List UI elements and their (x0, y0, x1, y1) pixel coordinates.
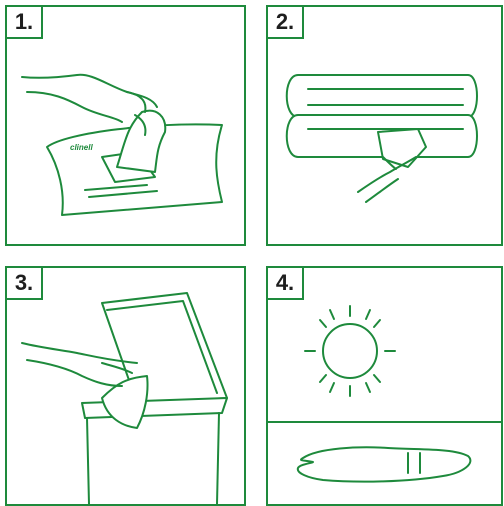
pack-brand-label: clinell (70, 143, 93, 152)
step-1-panel: 1. clinell (5, 5, 246, 246)
step-3-panel: 3. (5, 266, 246, 506)
dispose-bin-icon (21, 292, 228, 504)
step-3-number: 3. (5, 266, 43, 300)
step-2-panel: 2. (266, 5, 503, 246)
step-2-number: 2. (266, 5, 304, 39)
wipe-surface-icon (285, 74, 478, 203)
wipe-pack-pull-icon: clinell (21, 73, 223, 216)
step-4-number: 4. (266, 266, 304, 300)
step-1-number: 1. (5, 5, 43, 39)
step-4-panel: 4. (266, 266, 503, 506)
air-dry-sun-puddle-icon (268, 305, 501, 483)
